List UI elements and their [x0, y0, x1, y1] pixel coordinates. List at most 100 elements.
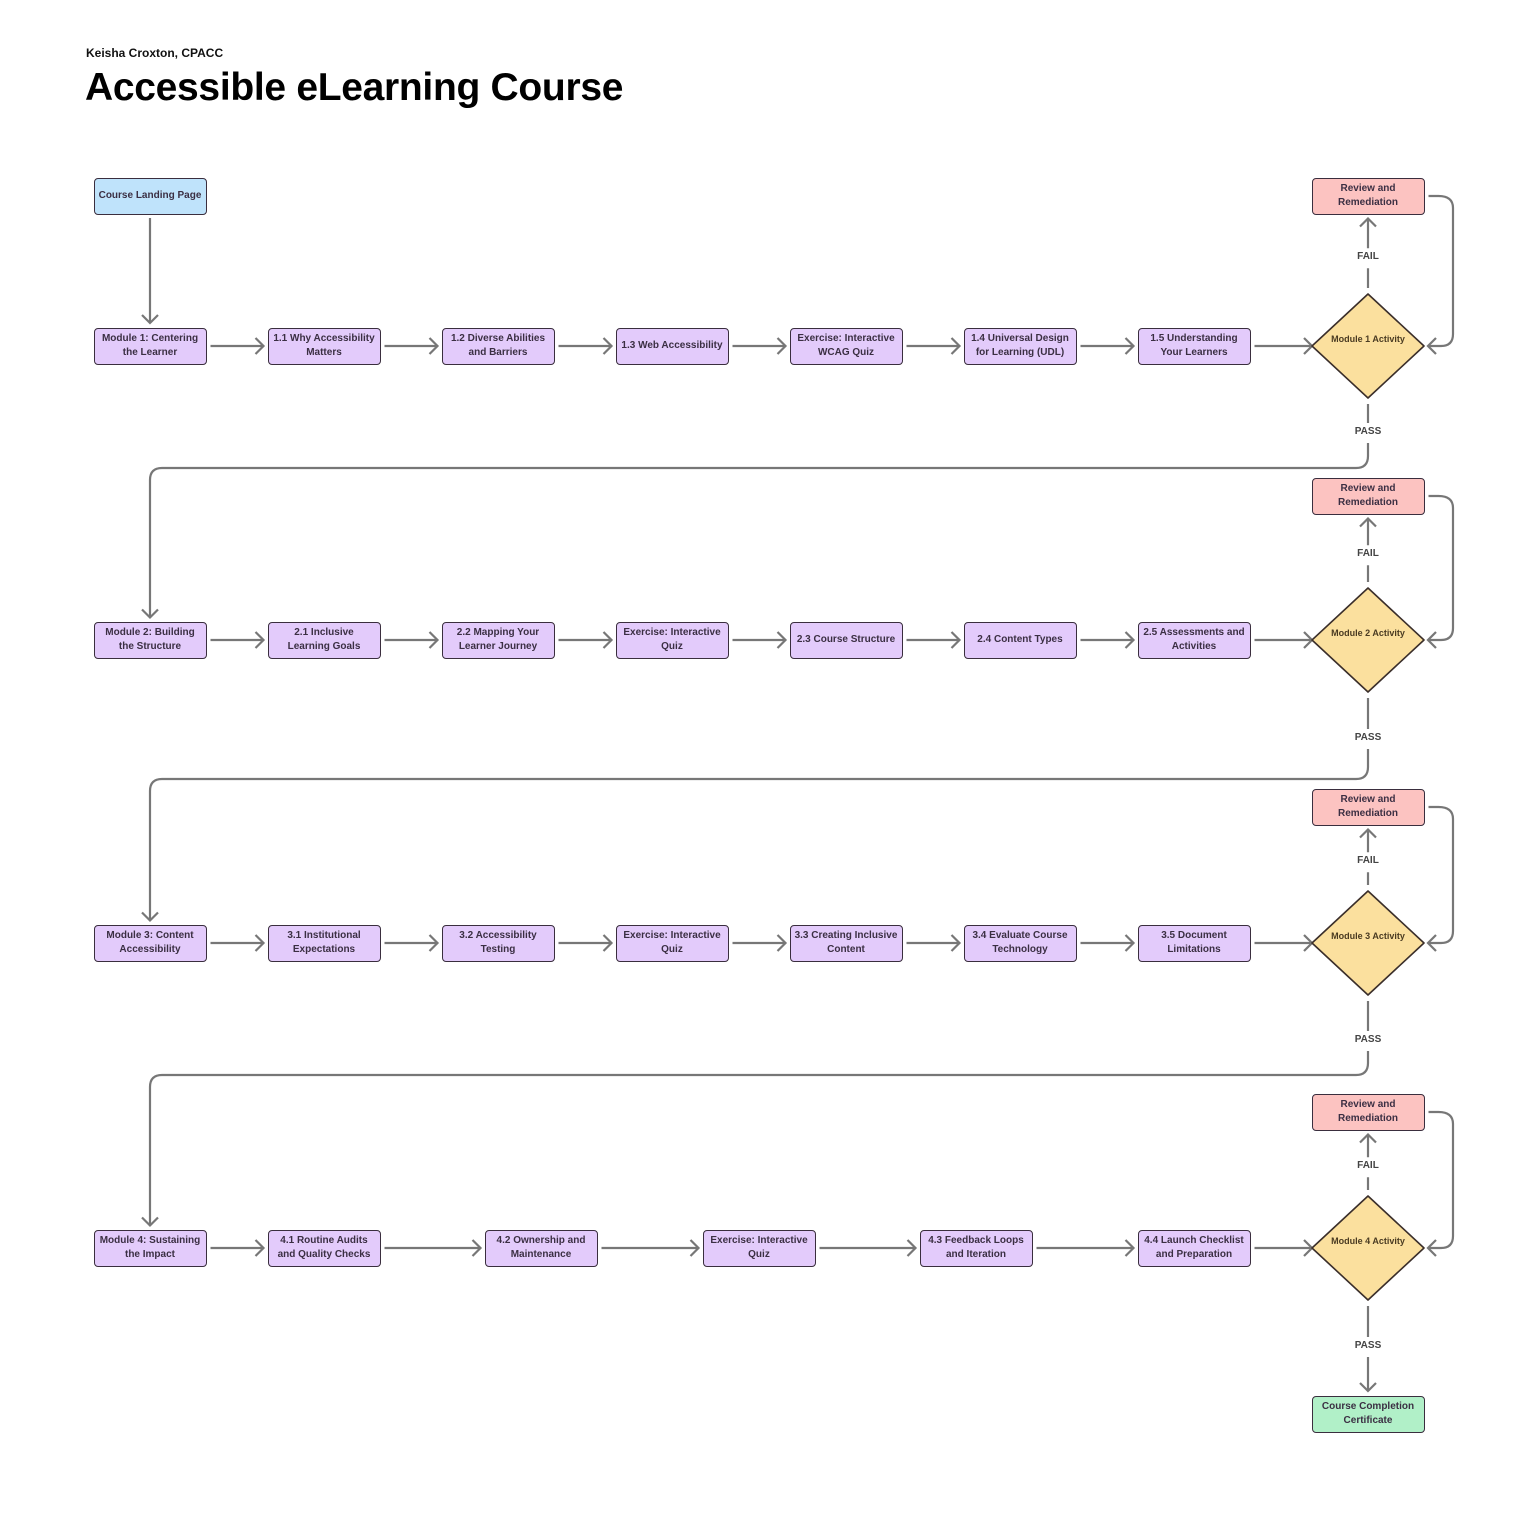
module-1-node-6-label: 1.5 Understanding Your Learners	[1150, 333, 1238, 358]
module-2-node-1-label: 2.1 Inclusive Learning Goals	[287, 627, 361, 652]
module-3-activity-decision[interactable]	[1311, 890, 1425, 996]
arrowhead-icon	[1359, 1382, 1377, 1393]
module-1-pass-label: PASS	[1338, 426, 1398, 437]
module-2-review-remediation-node[interactable]: Review and Remediation	[1311, 477, 1425, 515]
module-4-pass-label: PASS	[1338, 1340, 1398, 1351]
arrowhead-icon	[776, 337, 788, 355]
module-1-node-1[interactable]: 1.1 Why Accessibility Matters	[267, 327, 381, 365]
module-1-node-6[interactable]: 1.5 Understanding Your Learners	[1137, 327, 1251, 365]
module-3-node-5[interactable]: 3.4 Evaluate Course Technology	[963, 924, 1077, 962]
module-4-node-3-label: Exercise: Interactive Quiz	[710, 1235, 808, 1260]
arrowhead-icon	[428, 631, 440, 649]
loop-back-connector	[1428, 194, 1455, 348]
module-2-node-6-label: 2.5 Assessments and Activities	[1143, 627, 1245, 652]
module-1-node-2-label: 1.2 Diverse Abilities and Barriers	[450, 333, 546, 358]
course-landing-page-node[interactable]: Course Landing Page	[93, 177, 207, 215]
module-1-node-5-label: 1.4 Universal Design for Learning (UDL)	[971, 333, 1069, 358]
module-1-node-4[interactable]: Exercise: Interactive WCAG Quiz	[789, 327, 903, 365]
arrowhead-icon	[1426, 934, 1437, 952]
module-2-node-2[interactable]: 2.2 Mapping Your Learner Journey	[441, 621, 555, 659]
module-3-pass-label: PASS	[1338, 1034, 1398, 1045]
module-2-node-0[interactable]: Module 2: Building the Structure	[93, 621, 207, 659]
arrowhead-icon	[950, 337, 962, 355]
course-completion-certificate-node[interactable]: Course Completion Certificate	[1311, 1395, 1425, 1433]
arrowhead-icon	[1359, 1132, 1377, 1144]
module-3-review-remediation-node[interactable]: Review and Remediation	[1311, 788, 1425, 826]
module-4-activity-label: Module 4 Activity	[1331, 1236, 1405, 1246]
course-landing-page-node-label: Course Landing Page	[98, 190, 202, 201]
arrowhead-icon	[1124, 1239, 1136, 1257]
module-2-node-3[interactable]: Exercise: Interactive Quiz	[615, 621, 729, 659]
module-2-node-5-label: 2.4 Content Types	[977, 634, 1063, 645]
module-1-node-0-label: Module 1: Centering the Learner	[101, 333, 199, 358]
module-4-node-2[interactable]: 4.2 Ownership and Maintenance	[484, 1229, 598, 1267]
arrowhead-icon	[602, 934, 614, 952]
arrowhead-icon	[141, 314, 159, 325]
arrowhead-icon	[428, 934, 440, 952]
module-3-review-remediation-node-label: Review and Remediation	[1337, 794, 1398, 819]
module-4-review-remediation-node[interactable]: Review and Remediation	[1311, 1093, 1425, 1131]
arrowhead-icon	[141, 911, 159, 923]
module-2-node-6[interactable]: 2.5 Assessments and Activities	[1137, 621, 1251, 659]
module-3-activity-label: Module 3 Activity	[1331, 931, 1405, 941]
module-3-node-6-label: 3.5 Document Limitations	[1161, 930, 1227, 955]
pass-connector	[148, 749, 1370, 921]
arrowhead-icon	[254, 631, 266, 649]
module-2-node-1[interactable]: 2.1 Inclusive Learning Goals	[267, 621, 381, 659]
module-3-node-3[interactable]: Exercise: Interactive Quiz	[615, 924, 729, 962]
module-3-node-4[interactable]: 3.3 Creating Inclusive Content	[789, 924, 903, 962]
module-3-node-4-label: 3.3 Creating Inclusive Content	[794, 930, 898, 955]
arrowhead-icon	[776, 934, 788, 952]
module-2-node-4-label: 2.3 Course Structure	[796, 634, 896, 645]
module-2-node-4[interactable]: 2.3 Course Structure	[789, 621, 903, 659]
module-2-review-remediation-node-label: Review and Remediation	[1337, 483, 1398, 508]
arrowhead-icon	[602, 631, 614, 649]
arrowhead-icon	[1359, 216, 1377, 228]
module-1-fail-label: FAIL	[1338, 251, 1398, 263]
module-1-node-0[interactable]: Module 1: Centering the Learner	[93, 327, 207, 365]
module-1-activity-decision[interactable]	[1311, 293, 1425, 399]
module-4-node-0[interactable]: Module 4: Sustaining the Impact	[93, 1229, 207, 1267]
loop-back-connector	[1428, 494, 1455, 642]
module-3-node-2-label: 3.2 Accessibility Testing	[459, 930, 537, 955]
module-4-node-1[interactable]: 4.1 Routine Audits and Quality Checks	[267, 1229, 381, 1267]
loop-back-connector	[1428, 1110, 1455, 1250]
pass-connector	[148, 1051, 1370, 1226]
module-1-review-remediation-node[interactable]: Review and Remediation	[1311, 177, 1425, 215]
page-title: Accessible eLearning Course	[85, 66, 624, 109]
module-2-activity-decision[interactable]	[1311, 587, 1425, 693]
module-2-node-5[interactable]: 2.4 Content Types	[963, 621, 1077, 659]
module-2-node-3-label: Exercise: Interactive Quiz	[623, 627, 721, 652]
module-3-node-2[interactable]: 3.2 Accessibility Testing	[441, 924, 555, 962]
arrowhead-icon	[254, 934, 266, 952]
module-4-node-4-label: 4.3 Feedback Loops and Iteration	[928, 1235, 1024, 1260]
module-1-node-1-label: 1.1 Why Accessibility Matters	[273, 333, 375, 358]
arrowhead-icon	[1426, 1239, 1437, 1257]
module-3-node-6[interactable]: 3.5 Document Limitations	[1137, 924, 1251, 962]
module-1-activity-label: Module 1 Activity	[1331, 334, 1405, 344]
module-4-node-4[interactable]: 4.3 Feedback Loops and Iteration	[919, 1229, 1033, 1267]
module-4-fail-label: FAIL	[1338, 1160, 1398, 1172]
module-4-node-3[interactable]: Exercise: Interactive Quiz	[702, 1229, 816, 1267]
arrowhead-icon	[254, 1239, 266, 1257]
arrowhead-icon	[950, 631, 962, 649]
arrowhead-icon	[1124, 631, 1136, 649]
module-3-node-1-label: 3.1 Institutional Expectations	[287, 930, 361, 955]
module-2-activity-label: Module 2 Activity	[1331, 628, 1405, 638]
module-1-node-3[interactable]: 1.3 Web Accessibility	[615, 327, 729, 365]
module-4-activity-decision[interactable]	[1311, 1195, 1425, 1301]
module-3-node-0[interactable]: Module 3: Content Accessibility	[93, 924, 207, 962]
module-3-node-0-label: Module 3: Content Accessibility	[106, 930, 194, 955]
arrowhead-icon	[1359, 827, 1377, 839]
module-4-node-5[interactable]: 4.4 Launch Checklist and Preparation	[1137, 1229, 1251, 1267]
module-3-node-5-label: 3.4 Evaluate Course Technology	[972, 930, 1068, 955]
course-completion-certificate-node-label: Course Completion Certificate	[1321, 1401, 1415, 1426]
arrowhead-icon	[141, 1216, 159, 1228]
module-3-node-1[interactable]: 3.1 Institutional Expectations	[267, 924, 381, 962]
module-1-node-2[interactable]: 1.2 Diverse Abilities and Barriers	[441, 327, 555, 365]
module-1-node-5[interactable]: 1.4 Universal Design for Learning (UDL)	[963, 327, 1077, 365]
pass-connector	[148, 443, 1370, 618]
module-1-review-remediation-node-label: Review and Remediation	[1337, 183, 1398, 208]
module-4-review-remediation-node-label: Review and Remediation	[1337, 1099, 1398, 1124]
